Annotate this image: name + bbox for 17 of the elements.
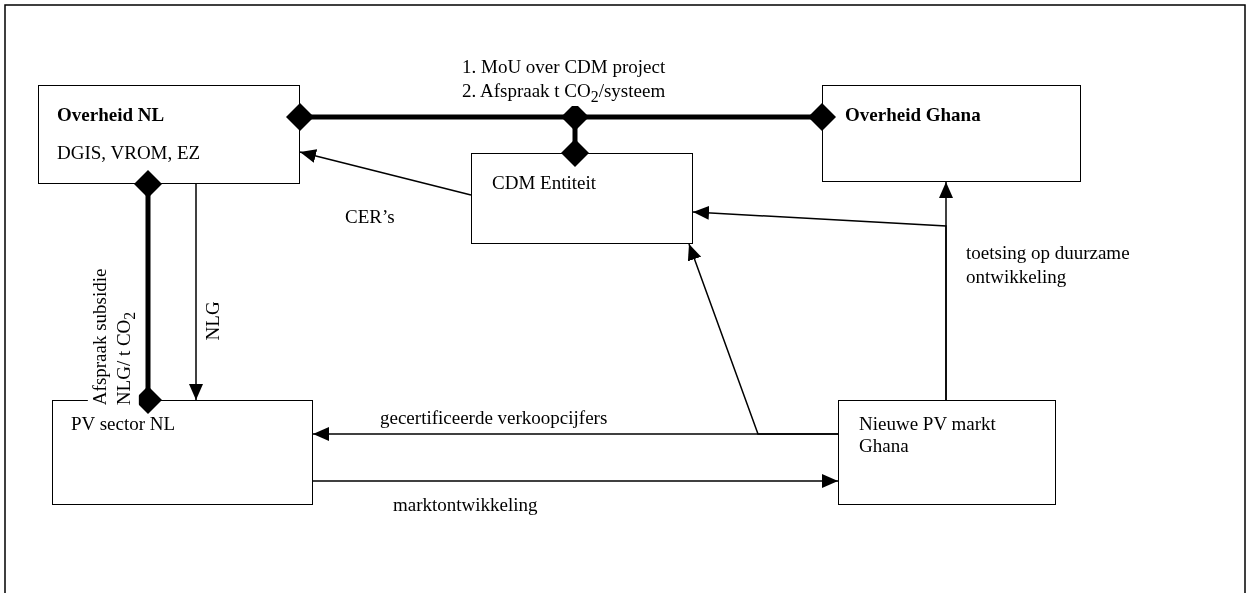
arrow [299, 149, 472, 196]
arrow [189, 183, 203, 401]
arrow [692, 205, 947, 401]
arrow [687, 243, 839, 435]
arrow [312, 474, 839, 488]
box-title: Overheid Ghana [845, 104, 981, 126]
box-title: Overheid NL [57, 104, 165, 126]
box-title: Nieuwe PV markt Ghana [859, 413, 997, 457]
entity-box [822, 85, 1081, 182]
box-title: CDM Entiteit [492, 172, 596, 194]
relation-line [286, 103, 836, 131]
entity-box [38, 85, 300, 184]
entity-box [838, 400, 1056, 505]
box-subtitle: DGIS, VROM, EZ [57, 142, 201, 164]
entity-box [471, 153, 693, 244]
relation-line [134, 170, 162, 414]
box-title: PV sector NL [71, 413, 176, 435]
